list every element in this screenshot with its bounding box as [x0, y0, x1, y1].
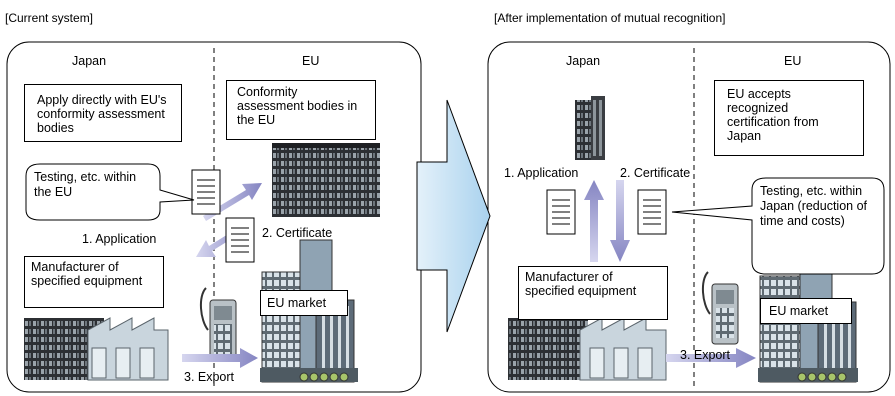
- right-export-arrow: [666, 348, 756, 368]
- apply-directly-text: Apply directly with EU's conformity asse…: [37, 93, 167, 135]
- right-application-arrow: [584, 180, 604, 262]
- left-manufacturer-box: Manufacturer of specified equipment: [24, 256, 164, 308]
- left-testing-callout-text: Testing, etc. within the EU: [34, 170, 137, 199]
- left-conformity-building-icon: [272, 143, 380, 217]
- right-application-document-icon: [546, 189, 576, 235]
- left-application-label: 1. Application: [82, 232, 157, 246]
- left-eu-market-label: EU market: [267, 296, 327, 310]
- eu-accepts-text: EU accepts recognized certification from…: [727, 87, 819, 143]
- right-manufacturer-text: Manufacturer of specified equipment: [525, 270, 637, 298]
- right-eu-accepts-box: EU accepts recognized certification from…: [714, 80, 864, 156]
- left-certificate-label: 2. Certificate: [262, 226, 333, 240]
- left-phone-icon: [200, 287, 237, 361]
- left-export-label: 3. Export: [184, 370, 235, 384]
- left-manufacturer-text: Manufacturer of specified equipment: [31, 260, 143, 288]
- right-testing-callout-bubble: [671, 177, 885, 275]
- left-apply-directly-box: Apply directly with EU's conformity asse…: [24, 84, 182, 142]
- left-eu-label: EU: [302, 54, 320, 68]
- transition-arrow: [416, 99, 491, 333]
- conformity-bodies-text: Conformity assessment bodies in the EU: [237, 85, 358, 127]
- left-certificate-document-icon: [225, 217, 255, 263]
- right-eu-market-label: EU market: [769, 304, 829, 318]
- right-certificate-label: 2. Certificate: [620, 166, 691, 180]
- right-japan-building-icon: [575, 96, 605, 160]
- left-application-document-icon: [191, 169, 221, 215]
- right-testing-callout-text: Testing, etc. within Japan (reduction of…: [760, 184, 868, 228]
- left-conformity-bodies-box: Conformity assessment bodies in the EU: [226, 80, 376, 140]
- left-factory-icon: [24, 317, 169, 381]
- right-eu-label: EU: [784, 54, 802, 68]
- left-panel-header: [Current system]: [5, 11, 94, 25]
- left-testing-callout-bubble: [25, 163, 195, 221]
- right-manufacturer-box: Manufacturer of specified equipment: [518, 266, 668, 320]
- left-export-arrow: [182, 348, 258, 368]
- right-export-label: 3. Export: [680, 348, 731, 362]
- left-japan-label: Japan: [72, 54, 107, 68]
- right-application-label: 1. Application: [504, 166, 579, 180]
- left-eu-market-box: EU market: [260, 290, 348, 316]
- right-eu-market-box: EU market: [760, 298, 852, 324]
- right-certificate-arrow: [610, 180, 630, 262]
- right-certificate-document-icon: [637, 189, 667, 235]
- right-japan-label: Japan: [566, 54, 601, 68]
- right-panel-header: [After implementation of mutual recognit…: [494, 11, 726, 25]
- right-phone-icon: [702, 271, 739, 345]
- right-factory-icon: [508, 317, 667, 381]
